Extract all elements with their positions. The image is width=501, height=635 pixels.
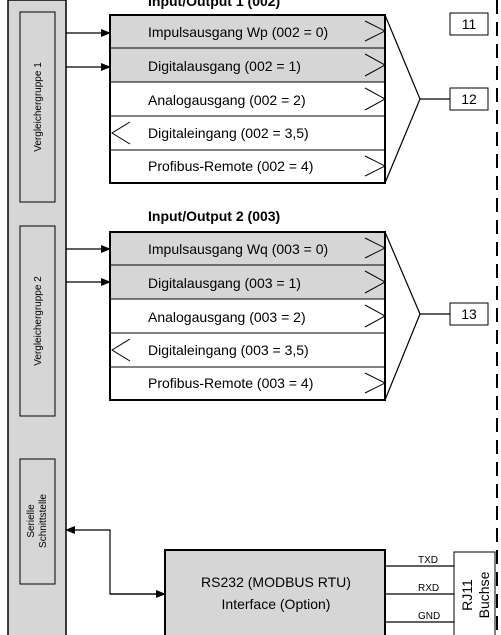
group1-box: [19, 11, 56, 203]
io1-funnel: [384, 14, 421, 184]
io1-row-3: Digitaleingang (002 = 3,5): [109, 115, 386, 151]
rs232-line1: RS232 (MODBUS RTU): [201, 574, 351, 590]
io2-row-label: Analogausgang (003 = 2): [148, 309, 306, 325]
io2-row-3: Digitaleingang (003 = 3,5): [109, 332, 386, 368]
group1-label: Vergleichergruppe 1: [33, 62, 44, 152]
io2-title: Input/Output 2 (003): [148, 208, 280, 224]
io1-row-label: Impulsausgang Wp (002 = 0): [148, 24, 328, 40]
io2-funnel: [384, 231, 421, 401]
pin-rxd-label: RXD: [418, 583, 439, 594]
io1-row-label: Analogausgang (002 = 2): [148, 92, 306, 108]
rj11-label-line1: RJ11: [459, 579, 475, 611]
io1-row-label: Digitaleingang (002 = 3,5): [148, 125, 309, 141]
io1-row-label: Profibus-Remote (002 = 4): [148, 158, 313, 174]
pin-gnd-label: GND: [418, 611, 440, 622]
io1-row-0: Impulsausgang Wp (002 = 0): [109, 14, 387, 49]
io1-row-2: Analogausgang (002 = 2): [109, 81, 387, 117]
rs232-box: [164, 549, 386, 635]
io2-row-4: Profibus-Remote (003 = 4): [109, 366, 387, 401]
io2-row-label: Digitaleingang (003 = 3,5): [148, 342, 309, 358]
rj11-label-line2: Buchse: [476, 571, 492, 618]
terminal-11-label: 11: [462, 16, 477, 32]
io1-title: Input/Output 1 (002): [148, 0, 280, 9]
io2-row-label: Digitalausgang (003 = 1): [148, 275, 301, 291]
io2-row-label: Profibus-Remote (003 = 4): [148, 375, 313, 391]
terminal-11: [449, 12, 489, 36]
io2-row-label: Impulsausgang Wq (003 = 0): [148, 241, 328, 257]
rs232-line2: Interface (Option): [222, 596, 331, 612]
io2-row-1: Digitalausgang (003 = 1): [109, 264, 387, 300]
serial-label-line2: Schnittstelle: [38, 494, 49, 548]
terminal-12-label: 12: [461, 91, 477, 107]
io1-row-4: Profibus-Remote (002 = 4): [109, 149, 387, 184]
serial-label-line1: Serielle: [26, 504, 37, 538]
rj11-connector: [453, 551, 496, 635]
pin-txd-label: TXD: [418, 555, 438, 566]
io2-row-0: Impulsausgang Wq (003 = 0): [109, 231, 387, 266]
serial-box: [19, 458, 56, 585]
io1-row-label: Digitalausgang (002 = 1): [148, 58, 301, 74]
io2-row-2: Analogausgang (003 = 2): [109, 298, 387, 334]
terminal-13-label: 13: [461, 306, 477, 322]
io1-row-1: Digitalausgang (002 = 1): [109, 47, 387, 83]
terminal-13: [449, 302, 489, 326]
group2-box: [19, 225, 56, 417]
group2-label: Vergleichergruppe 2: [33, 276, 44, 366]
serial-link: [65, 526, 165, 595]
terminal-12: [449, 87, 489, 111]
